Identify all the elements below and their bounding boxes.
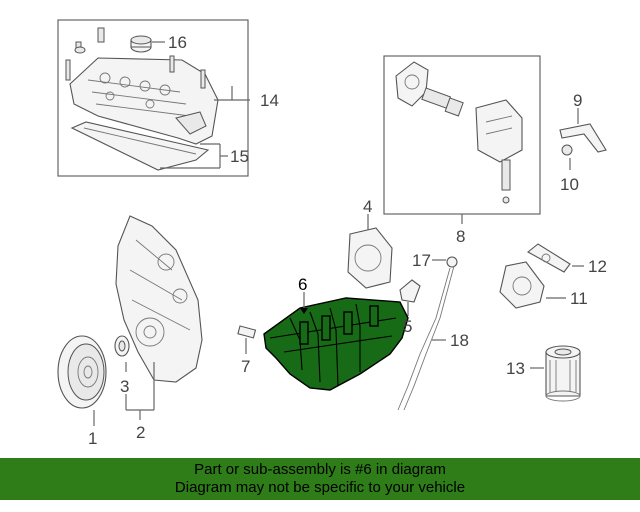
callout-18: 18 (450, 331, 469, 350)
callout-12: 12 (588, 257, 607, 276)
valve-cover-group-box (57, 19, 249, 177)
callout-5: 5 (403, 317, 412, 336)
callout-6: 6 (298, 275, 307, 294)
dipstick-part (397, 256, 458, 411)
callout-16: 16 (168, 33, 187, 52)
callout-15: 15 (230, 147, 249, 166)
callout-2: 2 (136, 423, 145, 442)
oil-sensor-part (237, 325, 257, 339)
callout-14: 14 (260, 91, 279, 110)
pcv-hose-part (559, 123, 607, 156)
banner-line-part-note: Part or sub-assembly is #6 in diagram (194, 461, 446, 478)
oil-filter-part (545, 345, 581, 402)
valve-cover-gasket (70, 121, 210, 171)
timing-cover-part (115, 215, 203, 383)
info-banner: Part or sub-assembly is #6 in diagram Di… (0, 458, 640, 500)
baffle-part (399, 279, 421, 303)
callout-4: 4 (363, 197, 372, 216)
callout-17: 17 (412, 251, 431, 270)
callout-10: 10 (560, 175, 579, 194)
callout-8: 8 (456, 227, 465, 246)
valve-cover-bolts (65, 27, 206, 89)
oil-filter-adapter-part (499, 261, 545, 309)
parts-diagram: 1 2 3 4 5 6 7 8 9 10 11 12 13 14 15 16 1… (57, 19, 607, 448)
callout-9: 9 (573, 91, 582, 110)
callout-7: 7 (241, 357, 250, 376)
valve-cover-part (69, 57, 219, 145)
oil-filler-cap (130, 35, 152, 53)
oil-pan-part (263, 297, 409, 391)
oil-pump-part (395, 61, 523, 204)
banner-line-disclaimer: Diagram may not be specific to your vehi… (174, 479, 466, 496)
callout-3: 3 (120, 377, 129, 396)
callout-13: 13 (506, 359, 525, 378)
callout-1: 1 (88, 429, 97, 448)
crankshaft-pulley-part (57, 335, 107, 409)
front-seal-part (114, 335, 130, 357)
adapter-gasket-part (527, 243, 571, 273)
rear-seal-plate-part (347, 227, 393, 289)
callout-11: 11 (570, 289, 588, 308)
